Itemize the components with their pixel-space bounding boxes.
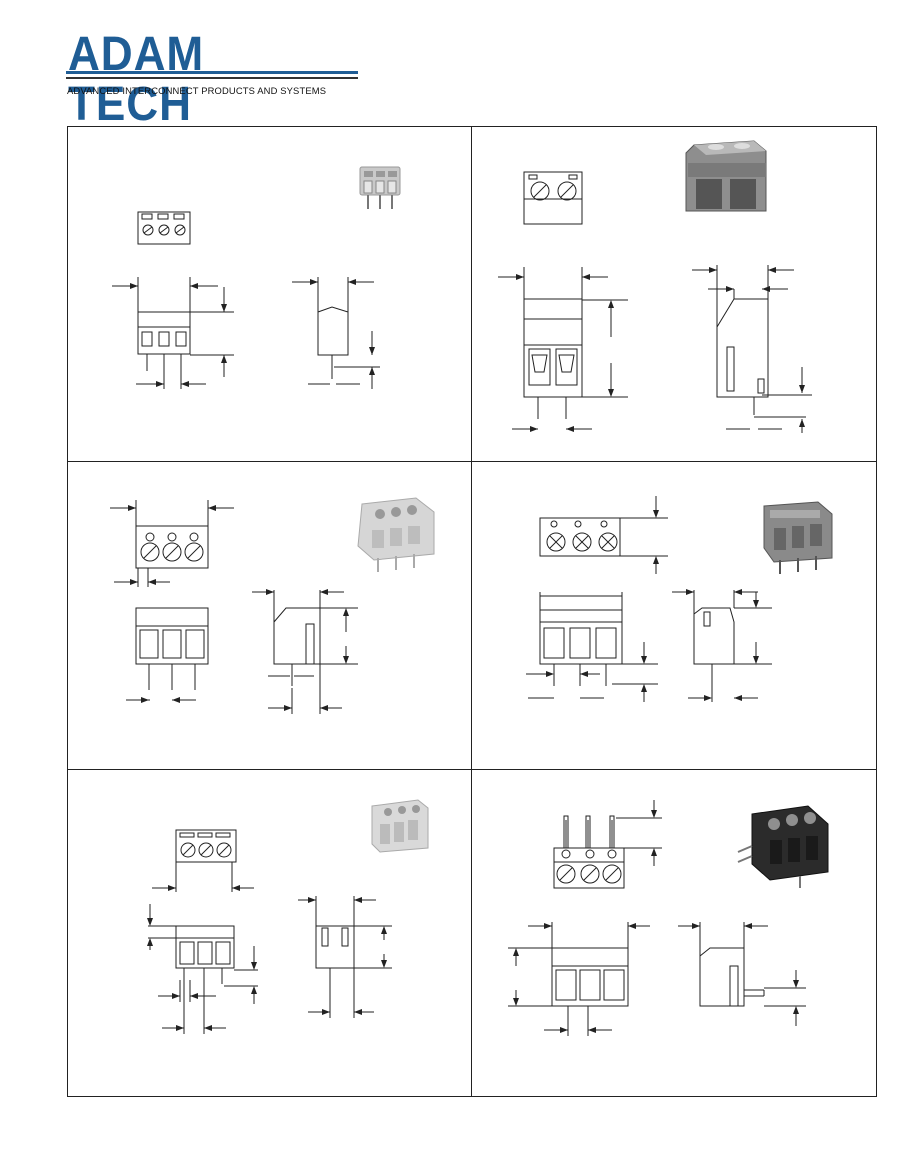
side-view-outline — [716, 298, 769, 398]
panel-2-drawing — [498, 140, 812, 433]
top-view-outline — [135, 525, 209, 569]
panel-5-drawing — [147, 799, 429, 1034]
front-view-outline — [175, 925, 235, 969]
side-view-outline — [317, 306, 349, 356]
top-view-outline — [523, 171, 583, 225]
front-view-outline — [539, 609, 623, 665]
front-view-outline — [523, 298, 583, 398]
panel-6-photo-icon — [737, 805, 829, 888]
panel-1-drawing — [112, 166, 401, 389]
panel-2-photo-icon — [685, 140, 767, 212]
grid-row-divider-2 — [67, 769, 877, 770]
grid-row-divider-1 — [67, 461, 877, 462]
front-view-outline — [551, 947, 629, 1007]
top-view-outline — [137, 211, 191, 245]
side-view-outline — [273, 607, 321, 665]
front-view-outline — [137, 311, 191, 355]
panel-4-photo-icon — [763, 501, 833, 574]
top-view-outline — [539, 517, 621, 557]
side-view-outline — [699, 947, 745, 1007]
panel-5-photo-icon — [371, 799, 429, 853]
panel-4-drawing — [526, 496, 833, 702]
front-view-outline — [135, 607, 209, 665]
top-view-outline — [553, 847, 625, 889]
grid-column-divider — [471, 126, 472, 1097]
brand-tagline: ADVANCED INTERCONNECT PRODUCTS AND SYSTE… — [67, 85, 327, 96]
top-view-outline — [175, 829, 237, 863]
panel-1-photo-icon — [359, 166, 401, 209]
panel-6-drawing — [508, 800, 829, 1036]
drawing-grid — [67, 126, 877, 1097]
panel-3-drawing — [110, 497, 435, 714]
side-view-outline — [315, 925, 355, 969]
panel-3-photo-icon — [357, 497, 435, 572]
side-view-outline — [693, 607, 735, 665]
logo-underline-icon — [66, 71, 358, 79]
adam-tech-logo: ADAM TECH — [66, 30, 362, 130]
